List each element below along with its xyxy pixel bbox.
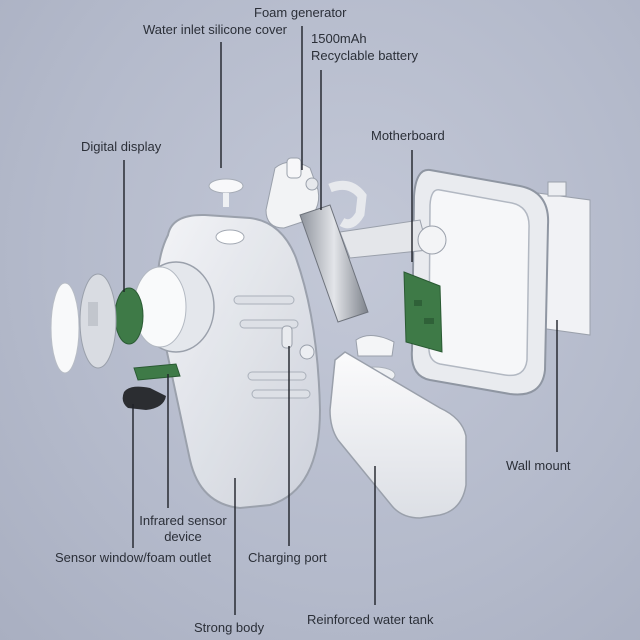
front-cover-part	[50, 282, 80, 374]
sensor-pcb-part	[114, 287, 144, 345]
water-tank-part	[329, 335, 467, 519]
label-digital-display: Digital display	[81, 139, 162, 154]
leader-lines	[123, 26, 558, 615]
label-sensor-window: Sensor window/foam outlet	[55, 550, 212, 565]
label-water-tank: Reinforced water tank	[307, 612, 434, 627]
foam-generator-part	[265, 157, 320, 229]
nozzle-part	[133, 261, 215, 353]
label-wall-mount: Wall mount	[506, 458, 571, 473]
pump-bracket-part	[328, 180, 447, 259]
infrared-sensor-part	[122, 363, 181, 410]
battery-part	[299, 204, 369, 323]
label-motherboard: Motherboard	[371, 128, 445, 143]
label-infrared-line2: device	[164, 529, 202, 544]
label-battery-capacity: 1500mAh	[311, 31, 367, 46]
label-water-inlet-cover: Water inlet silicone cover	[143, 22, 288, 37]
silicone-cover-part	[208, 178, 244, 207]
label-battery: Recyclable battery	[311, 48, 418, 63]
label-foam-generator: Foam generator	[254, 5, 347, 20]
motherboard-part	[403, 271, 443, 353]
display-disc-part	[79, 273, 117, 369]
label-infrared-line1: Infrared sensor	[139, 513, 227, 528]
main-body-part	[156, 213, 322, 510]
back-frame-part	[410, 168, 550, 396]
label-charging-port: Charging port	[248, 550, 327, 565]
label-strong-body: Strong body	[194, 620, 265, 635]
label-infrared-sensor: Infrared sensor device	[128, 513, 238, 545]
